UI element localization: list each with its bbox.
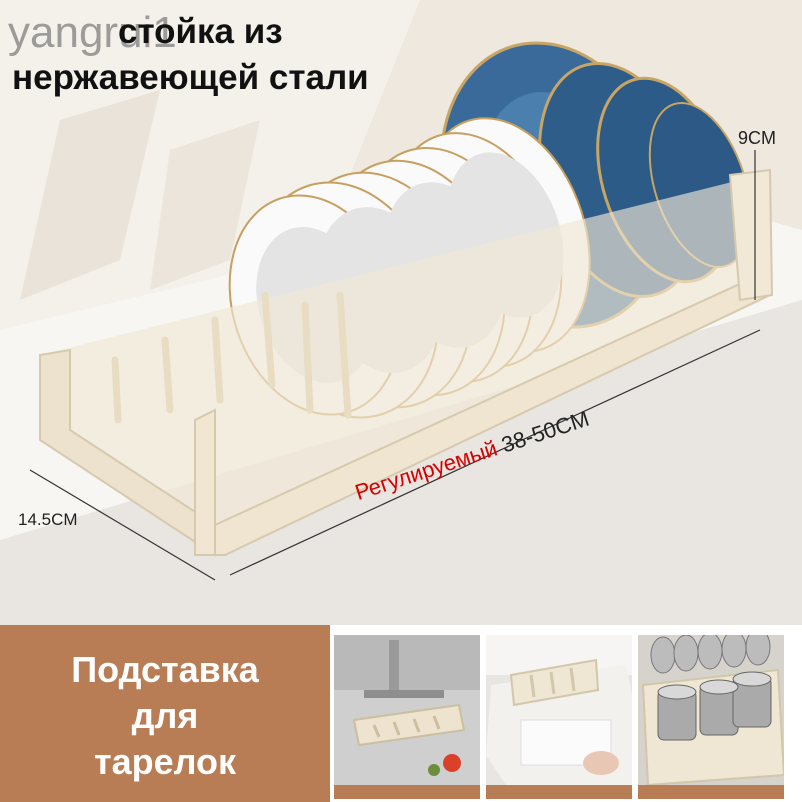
width-dimension-label: 14.5CM — [18, 510, 78, 529]
caption-line-3: тарелок — [93, 741, 237, 782]
caption-line-1: Подставка — [71, 649, 259, 690]
caption-line-2: для — [131, 695, 199, 736]
thumbnail-bar-1 — [334, 785, 480, 799]
caption-panel: Подставка для тарелок — [0, 625, 330, 802]
bottom-strip: Подставка для тарелок — [0, 625, 802, 802]
product-title-line-2: нержавеющей стали — [12, 58, 369, 97]
sink-drain-rack-icon[interactable] — [334, 635, 480, 785]
height-dimension-label: 9CM — [738, 128, 777, 148]
stacked-bowls-icon[interactable] — [638, 635, 784, 785]
product-hero-image: yangrui1 стойка из нержавеющей стали 9CM… — [0, 0, 802, 625]
product-title-line-1: стойка из — [118, 12, 283, 51]
watermark-text: yangrui1 — [8, 8, 177, 57]
thumbnail-bar-2 — [486, 785, 632, 799]
thumbnail-bar-3 — [638, 785, 784, 799]
drawer-rack-icon[interactable] — [486, 635, 632, 785]
dish-rack-illustration — [0, 0, 802, 625]
